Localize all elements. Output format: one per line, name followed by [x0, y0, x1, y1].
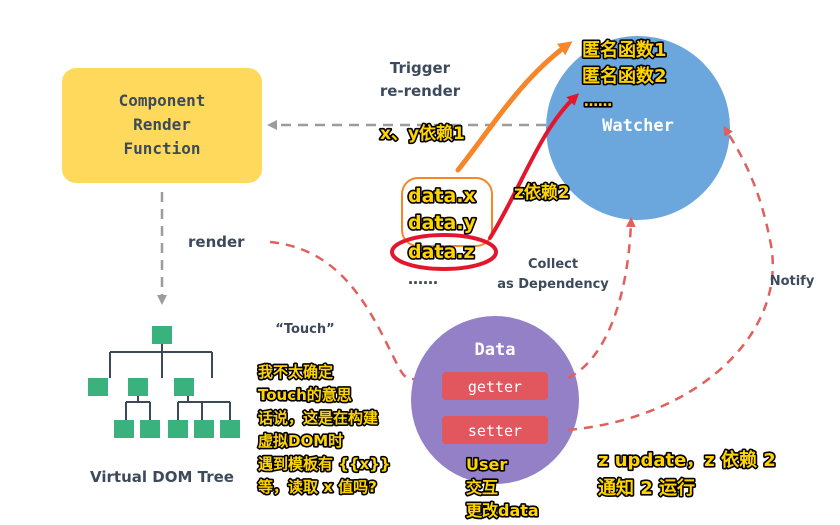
z-dependency-arrow	[488, 93, 580, 240]
question-line-4: 虚拟DOM时	[258, 432, 343, 450]
vdom-node-l1-b	[128, 378, 148, 396]
notify-label: Notify	[770, 274, 815, 289]
vdom-node-l1-c	[174, 378, 194, 396]
anon-fn-2-label: 匿名函数2	[582, 65, 667, 87]
data-label: Data	[475, 340, 516, 360]
z-dependency-label: z依赖2	[514, 182, 570, 203]
virtual-dom-caption: Virtual DOM Tree	[90, 468, 234, 486]
user-interaction-note: User 交互 更改data	[464, 453, 540, 521]
data-y-label: data.y	[408, 212, 477, 234]
vdom-node-root	[152, 326, 172, 344]
vdom-node-l2-c	[168, 420, 188, 438]
render-label: render	[188, 233, 245, 251]
component-render-box	[62, 68, 262, 183]
dots-top-label: ……	[584, 94, 612, 110]
watcher-label: Watcher	[602, 116, 674, 136]
collect-label-line1: Collect	[528, 257, 578, 272]
xy-dependency-arrow	[455, 41, 573, 173]
vdom-node-l1-a	[88, 378, 108, 396]
setter-label: setter	[468, 422, 522, 440]
question-line-5: 遇到模板有 {{x}}	[258, 455, 391, 473]
notify-arrow	[567, 125, 774, 432]
question-line-6: 等，读取 x 值吗?	[258, 478, 377, 496]
trigger-label-line2: re-render	[380, 82, 461, 100]
z-update-line-1: z update，z 依赖 2	[598, 449, 776, 471]
watcher-node	[546, 36, 730, 220]
data-x-label: data.x	[408, 185, 476, 207]
xy-dependency-label: x、y依赖1	[380, 123, 465, 144]
z-update-line-2: 通知 2 运行	[598, 477, 695, 499]
touch-label: “Touch”	[275, 322, 334, 337]
vdom-node-l2-b	[140, 420, 160, 438]
question-line-1: 我不太确定	[258, 363, 333, 381]
data-z-outline	[390, 233, 498, 271]
user-line-1: User	[466, 455, 507, 474]
component-label-line2: Render	[133, 115, 191, 134]
collect-dependency-arrow	[567, 217, 636, 380]
vdom-node-l2-e	[220, 420, 240, 438]
vdom-node-l2-d	[194, 420, 214, 438]
collect-label-line2: as Dependency	[497, 277, 609, 292]
anon-fn-1-label: 匿名函数1	[582, 39, 667, 61]
trigger-label-line1: Trigger	[390, 59, 451, 77]
question-note: 我不太确定 Touch的意思 话说，这是在构建 虚拟DOM时 遇到模板有 {{x…	[256, 361, 392, 497]
user-line-3: 更改data	[466, 501, 539, 520]
component-label-line1: Component	[119, 91, 206, 110]
getter-label: getter	[468, 378, 522, 396]
setter-pill	[442, 416, 548, 444]
user-line-2: 交互	[466, 478, 498, 497]
vdom-node-l2-a	[114, 420, 134, 438]
question-line-3: 话说，这是在构建	[258, 409, 379, 427]
component-label-line3: Function	[123, 139, 200, 158]
touch-arrow	[269, 240, 441, 385]
dots-bottom-label: ……	[408, 270, 438, 288]
xy-group-outline	[401, 177, 493, 247]
question-line-2: Touch的意思	[258, 386, 352, 404]
getter-pill	[442, 372, 548, 400]
data-z-label: data.z	[408, 241, 475, 263]
virtual-dom-tree	[88, 326, 240, 438]
